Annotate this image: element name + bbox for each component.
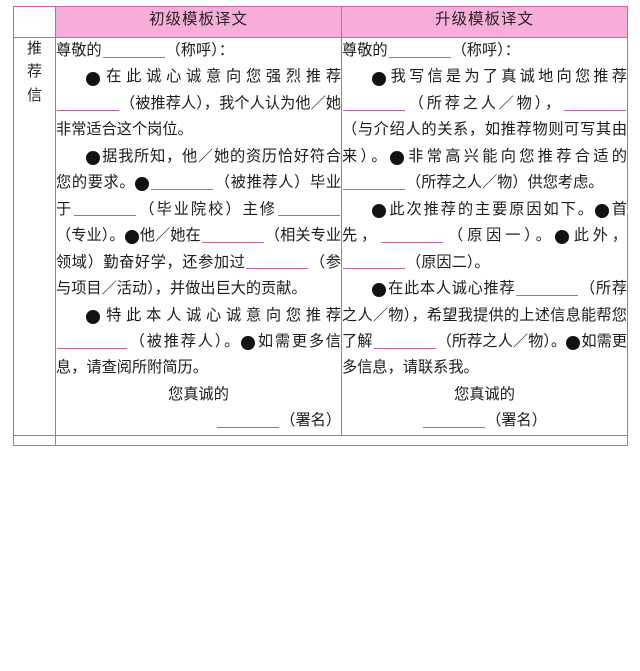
col1-paragraph-1: 1在此诚心诚意向您强烈推荐 （被推荐人），我个人认为他／她非常适合这个岗位。 [56,64,341,143]
col1-p2-text-b2: （被推荐人）毕业于 [56,174,342,218]
col1-p2-text-c2: （相关专业领域）勤奋好学，还参加过 [56,227,342,271]
blank-field[interactable] [246,253,309,270]
marker-1-icon: 1 [86,309,122,324]
blank-field[interactable] [423,412,486,429]
row-label-vertical: 推 荐 信 [14,38,55,108]
col2-paragraph-1: 1我写信是为了真诚地向您推荐 （所荐之人／物）， （与介绍人的关系，如推荐物则可写其… [342,64,627,196]
marker-2-icon: 2 [135,177,171,192]
marker-3-icon: 3 [124,230,161,245]
col2-p2-text-c2: （原因二）。 [406,253,490,271]
table-next-row-partial [13,434,628,446]
marker-1-icon: 1 [372,71,408,86]
blank-field[interactable] [343,253,405,270]
col2-p3-text-a3: （所荐之人／物）。 [436,332,567,350]
col1-salutation: 尊敬的 （称呼）： [56,38,341,64]
col1-p3-text-a2: （被推荐人）。 [128,332,242,350]
col1-p1-text-1: 在此诚心诚意向您强烈推荐 [101,68,341,86]
blank-field[interactable] [388,42,451,58]
marker-3-icon: 3 [554,230,591,245]
col2-p2-text-b1: 首先， [342,200,628,245]
col1-p2-text-b3: （毕业院校）主修 [137,200,277,218]
col2-salutation-pre: 尊敬的 [342,42,388,59]
col2-signature-post: （署名） [486,412,547,430]
col1-p2-text-b4: （专业）。 [56,227,125,245]
col1-p3-text-a1: 特此本人诚心诚意向您推荐 [101,306,341,324]
col2-p2-text-c1: 此外， [569,227,628,245]
blank-field[interactable] [373,333,436,349]
col1-p2-text-c3: （参与项目／活动），并做出巨大的贡献。 [56,253,342,298]
col1-paragraph-3: 1特此本人诚心诚意向您推荐 （被推荐人）。2如需更多信息，请查阅所附简历。 [56,303,341,382]
header-empty-cell [13,6,56,38]
col2-salutation-post: （称呼）： [451,42,520,59]
col2-p1-text-b2: （所荐之人／物）供您考虑。 [406,174,604,192]
comparison-table: 初级模板译文 升级模板译文 推 荐 信 尊敬的（称呼）： 1在此诚心诚意向您强烈… [13,6,631,446]
blank-field[interactable] [74,200,137,217]
col2-p1-text-b1: 非常高兴能向您推荐合适的 [404,147,627,165]
header-col2: 升级模板译文 [341,6,628,38]
table-header-row: 初级模板译文 升级模板译文 [13,6,628,38]
marker-2-icon: 2 [241,336,277,351]
col1-signature-post: （署名） [280,412,341,430]
col1-salutation-post: （称呼）： [165,42,234,59]
advanced-template-cell: 尊敬的（称呼）： 1我写信是为了真诚地向您推荐（所荐之人／物），（与介绍人的关系… [341,37,631,436]
marker-2-icon: 2 [566,336,602,351]
marker-2-icon: 2 [389,151,426,166]
blank-field[interactable] [57,333,127,349]
table-body-row: 推 荐 信 尊敬的（称呼）： 1在此诚心诚意向您强烈推荐（被推荐人），我个人认为… [13,37,631,436]
blank-field[interactable] [57,94,119,111]
col2-p1-text-a3: （与介绍人的关系，如推荐物则可写其由来）。 [342,121,627,165]
blank-field[interactable] [217,412,280,429]
col2-p3-text-a2: （所荐之人／物），希望我提供的上述信息能帮您了解 [342,280,628,350]
col1-p2-text-c1: 他／她在 [139,227,201,245]
marker-1-icon: 1 [372,203,408,218]
blank-field[interactable] [564,94,626,111]
col1-closing: 您真诚的 [168,385,229,403]
col2-salutation: 尊敬的 （称呼）： [342,38,627,64]
blank-field[interactable] [343,94,405,111]
col2-signature-line: （署名） [342,408,627,434]
next-row-label-cell [13,434,56,446]
blank-field[interactable] [278,200,340,217]
row-label-cell: 推 荐 信 [13,37,56,436]
blank-field[interactable] [201,227,264,243]
next-row-body-cell [55,434,628,446]
row-label-char-3: 信 [26,87,42,104]
marker-1-icon: 1 [372,283,408,298]
beginner-template-cell: 尊敬的（称呼）： 1在此诚心诚意向您强烈推荐（被推荐人），我个人认为他／她非常适… [55,37,342,436]
col2-p3-text-a1: 在此本人诚心推荐 [387,280,516,298]
col2-p1-text-a2: （所荐之人／物）， [406,94,563,112]
blank-field[interactable] [381,227,444,243]
col2-paragraph-2: 1此次推荐的主要原因如下。2首先，（原因一）。3此外， （原因二）。 [342,197,631,276]
row-label-char-2: 荐 [26,64,42,81]
col2-closing: 您真诚的 [454,385,515,403]
blank-field[interactable] [343,174,405,190]
header-col1: 初级模板译文 [55,6,342,38]
col1-paragraph-2: 1据我所知，他／她的资历恰好符合您的要求。2（被推荐人）毕业于（毕业院校）主修 （… [56,144,341,303]
col2-p2-text-a1: 此次推荐的主要原因如下。 [387,200,595,218]
col1-signature-line: （署名） [56,408,341,434]
col2-p2-text-b2: （原因一）。 [444,227,555,245]
blank-field[interactable] [516,280,579,296]
marker-1-icon: 1 [86,71,122,86]
blank-field[interactable] [151,174,214,190]
col1-salutation-pre: 尊敬的 [56,42,102,59]
col2-p3-text-b1: 如需更多信息，请联系我。 [342,332,628,377]
marker-1-icon: 1 [86,151,122,166]
col2-p1-text-a1: 我写信是为了真诚地向您推荐 [387,68,627,86]
col1-p1-text-2: （被推荐人），我个人认为他／她非常适合这个岗位。 [56,94,341,139]
blank-field[interactable] [102,42,165,58]
col1-p3-text-b1: 如需更多信息，请查阅所附简历。 [56,332,341,377]
marker-2-icon: 2 [594,203,631,218]
col2-paragraph-3: 1在此本人诚心推荐（所荐之人／物），希望我提供的上述信息能帮您了解（所荐之人／物… [342,276,627,382]
col1-p2-text-a1: 据我所知，他／她的资历恰好符合您的要求。 [56,147,341,192]
row-label-char-1: 推 [26,41,42,57]
